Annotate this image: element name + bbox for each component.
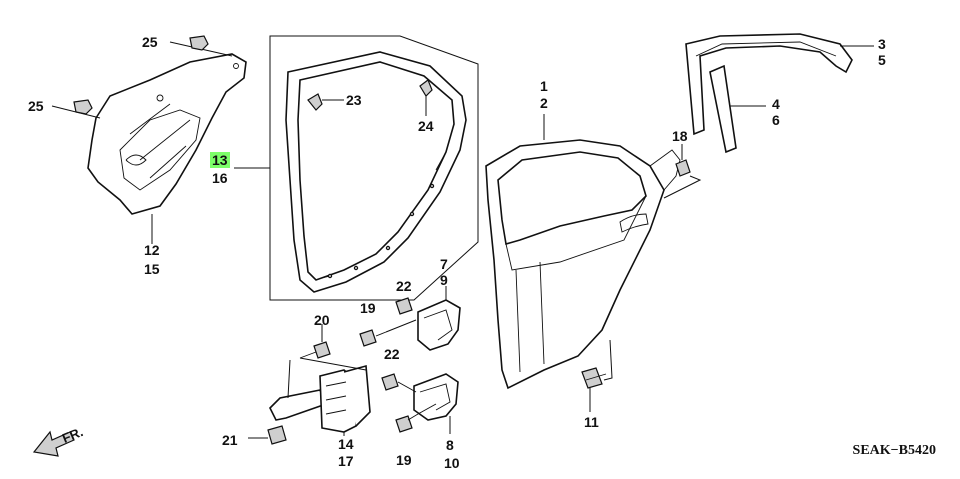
callout-13[interactable]: 13 (210, 152, 230, 168)
callout-25-top[interactable]: 25 (142, 34, 158, 50)
callout-5[interactable]: 5 (878, 52, 886, 68)
bolt-20[interactable] (299, 341, 331, 359)
callout-7[interactable]: 7 (440, 256, 448, 272)
door-checker-part[interactable] (269, 364, 371, 433)
callout-8[interactable]: 8 (446, 437, 454, 453)
hinge-upper-part[interactable] (417, 299, 461, 351)
callout-12[interactable]: 12 (144, 242, 160, 258)
diagram-code: SEAK−B5420 (852, 443, 936, 458)
nut-21[interactable] (267, 425, 287, 445)
callout-22-upper[interactable]: 22 (396, 278, 412, 294)
callout-18[interactable]: 18 (672, 128, 688, 144)
bolt-19-upper[interactable] (359, 329, 387, 347)
callout-19-lower[interactable]: 19 (396, 452, 412, 468)
stopper-18[interactable] (675, 159, 691, 177)
callout-24[interactable]: 24 (418, 118, 434, 134)
callout-15[interactable]: 15 (144, 261, 160, 277)
callout-4[interactable]: 4 (772, 96, 780, 112)
rear-door-part[interactable] (485, 139, 681, 390)
callout-20[interactable]: 20 (314, 312, 330, 328)
callout-23[interactable]: 23 (346, 92, 362, 108)
callout-16[interactable]: 16 (212, 170, 228, 186)
clip-25-top[interactable] (189, 35, 209, 51)
callout-17[interactable]: 17 (338, 453, 354, 469)
weatherstrip-part[interactable] (285, 51, 467, 293)
bolt-19-lower[interactable] (395, 413, 419, 433)
nut-22-lower[interactable] (381, 373, 399, 391)
hinge-lower-part[interactable] (413, 373, 459, 421)
callout-1[interactable]: 1 (540, 78, 548, 94)
clip-23[interactable] (307, 93, 323, 111)
front-direction-arrow-icon (32, 430, 75, 457)
callout-14[interactable]: 14 (338, 436, 354, 452)
callout-22-lower[interactable]: 22 (384, 346, 400, 362)
inner-sheet-part[interactable] (87, 53, 247, 215)
callout-10[interactable]: 10 (444, 455, 460, 471)
callout-11[interactable]: 11 (584, 414, 599, 430)
nut-22-upper[interactable] (395, 297, 413, 315)
clip-24[interactable] (419, 79, 433, 97)
clip-25-left[interactable] (73, 99, 93, 115)
bumper-11[interactable] (581, 367, 607, 389)
callout-21[interactable]: 21 (222, 432, 238, 448)
callout-6[interactable]: 6 (772, 112, 780, 128)
callout-9[interactable]: 9 (440, 272, 448, 288)
callout-3[interactable]: 3 (878, 36, 886, 52)
callout-2[interactable]: 2 (540, 95, 548, 111)
garnish-4-6-part[interactable] (709, 64, 737, 154)
callout-19-upper[interactable]: 19 (360, 300, 376, 316)
callout-25-left[interactable]: 25 (28, 98, 44, 114)
molding-3-5-part[interactable] (685, 33, 853, 136)
